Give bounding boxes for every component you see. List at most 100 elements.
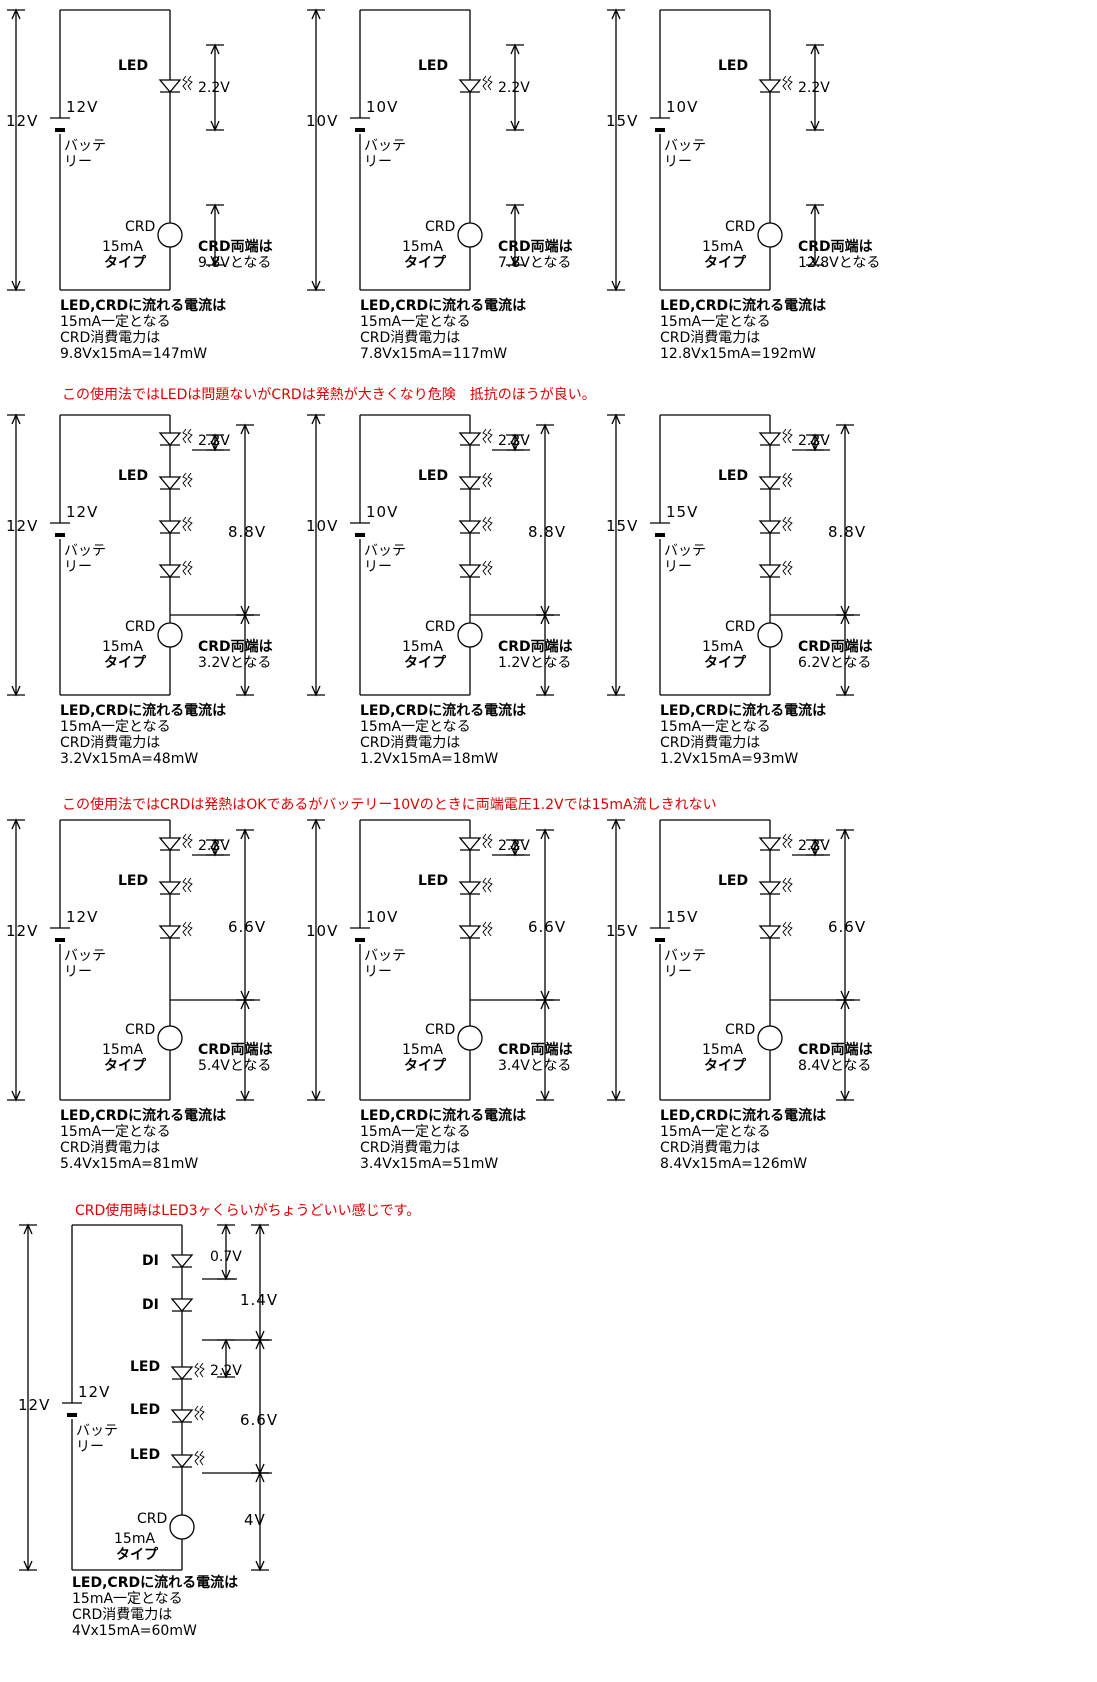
crd-symbol <box>457 1025 483 1051</box>
crd-symbol <box>157 622 183 648</box>
crd-label: CRD <box>125 219 155 235</box>
circuit-panel: 15Vバッテリー15VLED2.2V6.6VCRD15mAタイプCRD両端は8.… <box>606 818 873 1102</box>
light-ray <box>782 877 788 893</box>
led-symbol <box>170 1409 194 1424</box>
crd-symbol <box>757 622 783 648</box>
crd-type-label: 15mA <box>702 639 743 655</box>
light-ray <box>787 877 793 893</box>
battery-label: バッテ <box>64 138 106 154</box>
led-label: LED <box>130 1447 160 1463</box>
battery-label: バッテ <box>664 948 706 964</box>
summary-line: 15mA一定となる <box>60 1124 171 1140</box>
light-ray <box>487 560 493 576</box>
crd-label: CRD <box>137 1511 167 1527</box>
led-symbol <box>758 925 782 940</box>
di-drop-label: 0.7V <box>210 1249 242 1265</box>
battery-label: バッテ <box>364 543 406 559</box>
crd-voltage: 1.2Vとなる <box>498 655 571 671</box>
light-ray <box>187 472 193 488</box>
led-drop-label: 2.2V <box>498 433 530 449</box>
note-row-1: この使用法ではLEDは問題ないがCRDは発熱が大きくなり危険 抵抗のほうが良い。 <box>62 387 596 403</box>
crd-power: 12.8Vx15mA=192mW <box>660 346 816 362</box>
battery-label: バッテ <box>76 1423 118 1439</box>
light-ray <box>182 516 188 532</box>
crd-type-label: 15mA <box>102 1042 143 1058</box>
led-drop-label: 2.2V <box>210 1363 242 1379</box>
battery-voltage: 12V <box>78 1383 110 1401</box>
crd-voltage: 5.4Vとなる <box>198 1058 271 1074</box>
led-chain-voltage: 8.8V <box>528 523 566 541</box>
crd-power: 7.8Vx15mA=117mW <box>360 346 508 362</box>
summary-line: 15mA一定となる <box>72 1591 183 1607</box>
battery-label: リー <box>664 964 692 980</box>
crd-symbol <box>757 222 783 248</box>
light-ray <box>187 877 193 893</box>
led-symbol <box>758 79 782 94</box>
di-label: DI <box>142 1253 159 1269</box>
light-ray <box>482 428 488 444</box>
battery-voltage: 12V <box>66 908 98 926</box>
crd-both-ends-label: CRD両端は <box>198 238 273 255</box>
circuit-panel: 10Vバッテリー10VLED2.2V6.6VCRD15mAタイプCRD両端は3.… <box>306 818 573 1102</box>
battery-label: バッテ <box>364 948 406 964</box>
crd-type-label: タイプ <box>116 1547 159 1563</box>
light-ray <box>182 428 188 444</box>
led-label: LED <box>418 873 448 889</box>
led-drop-label: 2.2V <box>798 80 830 96</box>
crd-power: 1.2Vx15mA=18mW <box>360 751 499 767</box>
light-ray <box>487 921 493 937</box>
crd-type-label: 15mA <box>402 639 443 655</box>
battery-voltage: 10V <box>366 98 398 116</box>
led-drop-label: 2.2V <box>798 433 830 449</box>
light-ray <box>182 921 188 937</box>
battery-label: リー <box>664 154 692 170</box>
led-symbol <box>458 564 482 579</box>
total-voltage: 12V <box>6 517 38 535</box>
circuit-panel-final: 12Vバッテリー12VDIDILEDLEDLEDCRD15mAタイプ0.7V1.… <box>18 1223 277 1572</box>
led-symbol <box>758 881 782 896</box>
led-drop-label: 2.2V <box>498 838 530 854</box>
summary-line: CRD消費電力は <box>360 330 461 346</box>
crd-total-voltage: 4V <box>244 1511 266 1529</box>
led-label: LED <box>718 58 748 74</box>
note-row-2: この使用法ではCRDは発熱はOKであるがバッテリー10Vのときに両端電圧1.2V… <box>62 797 717 813</box>
led-symbol <box>158 881 182 896</box>
summary-line: CRD消費電力は <box>660 735 761 751</box>
crd-voltage: 12.8Vとなる <box>798 255 880 271</box>
note-row-3: CRD使用時はLED3ヶくらいがちょうどいい感じです。 <box>75 1203 421 1219</box>
circuit-panel: 15Vバッテリー15VLED2.2V8.8VCRD15mAタイプCRD両端は6.… <box>606 413 873 697</box>
light-ray <box>194 1362 200 1378</box>
battery-label: バッテ <box>364 138 406 154</box>
battery-label: リー <box>364 964 392 980</box>
led-drop-label: 2.2V <box>198 80 230 96</box>
summary-line: LED,CRDに流れる電流は <box>360 298 527 314</box>
led-symbol <box>458 837 482 852</box>
di-label: DI <box>142 1297 159 1313</box>
light-ray <box>787 560 793 576</box>
light-ray <box>482 833 488 849</box>
led-symbol <box>458 79 482 94</box>
battery-voltage: 10V <box>366 503 398 521</box>
light-ray <box>487 877 493 893</box>
light-ray <box>487 428 493 444</box>
led-drop-label: 2.2V <box>498 80 530 96</box>
crd-power: 8.4Vx15mA=126mW <box>660 1156 808 1172</box>
light-ray <box>482 516 488 532</box>
led-label: LED <box>418 468 448 484</box>
summary-line: CRD消費電力は <box>72 1607 173 1623</box>
circuit-panel: 10Vバッテリー10VLED2.2VCRD15mAタイプCRD両端は7.8Vとな… <box>306 8 573 292</box>
summary-line: 15mA一定となる <box>660 1124 771 1140</box>
crd-type-label: 15mA <box>702 1042 743 1058</box>
light-ray <box>482 921 488 937</box>
summary-line: CRD消費電力は <box>660 1140 761 1156</box>
circuit-panel: 10Vバッテリー10VLED2.2V8.8VCRD15mAタイプCRD両端は1.… <box>306 413 573 697</box>
crd-type-label: 15mA <box>114 1531 155 1547</box>
crd-voltage: 8.4Vとなる <box>798 1058 871 1074</box>
total-voltage: 10V <box>306 517 338 535</box>
light-ray <box>187 560 193 576</box>
crd-symbol <box>157 222 183 248</box>
